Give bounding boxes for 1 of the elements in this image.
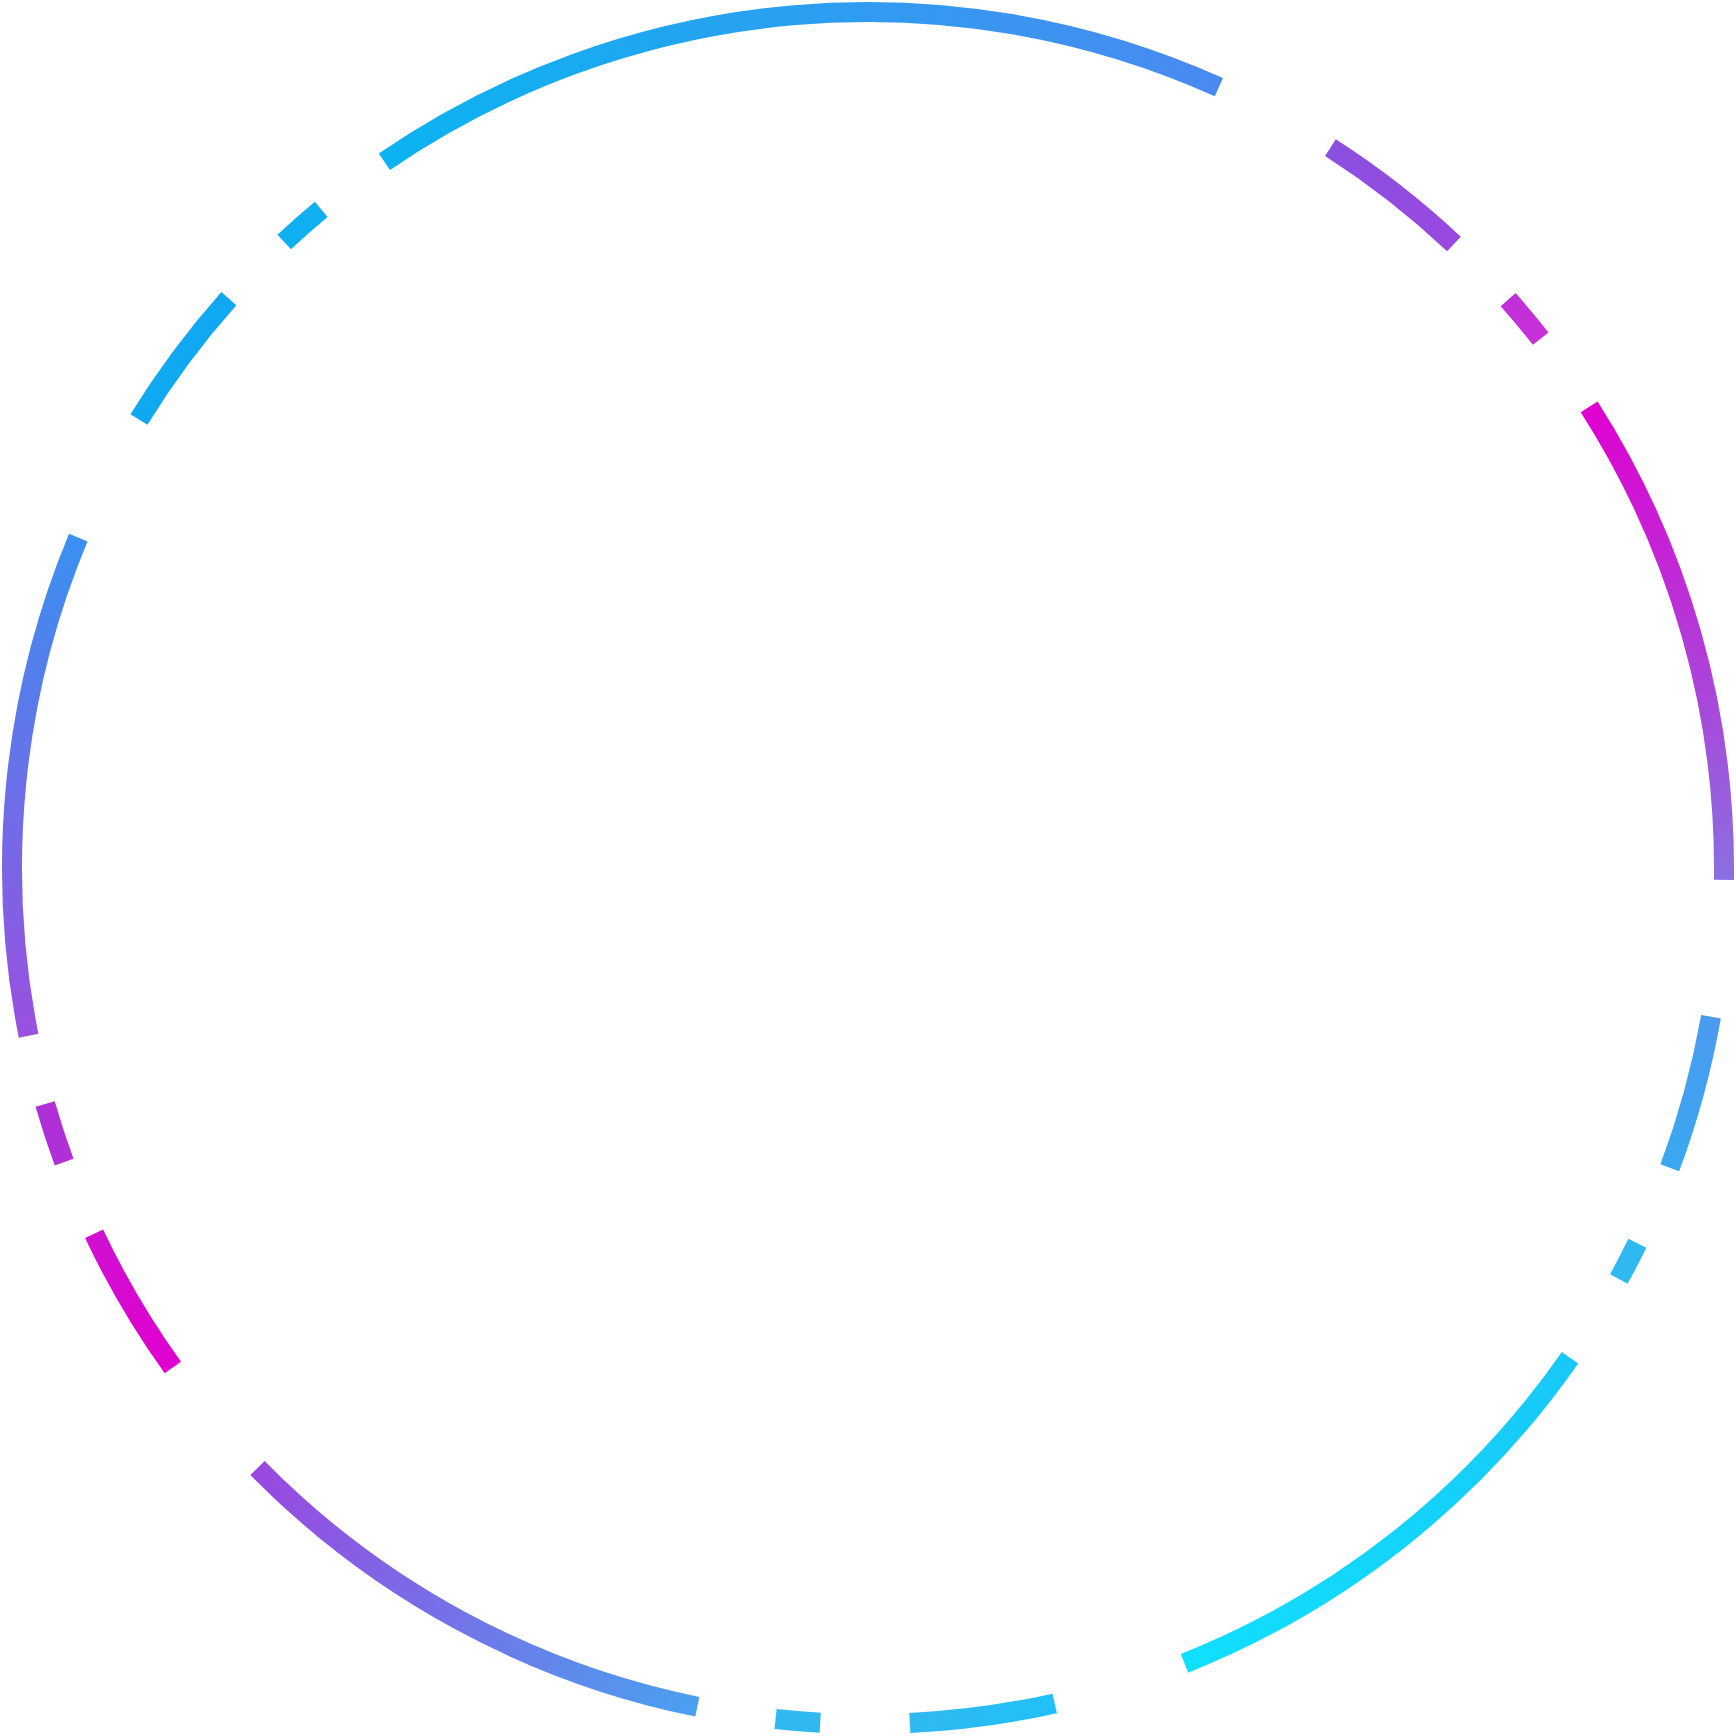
- dashed-ring: [0, 0, 1736, 1736]
